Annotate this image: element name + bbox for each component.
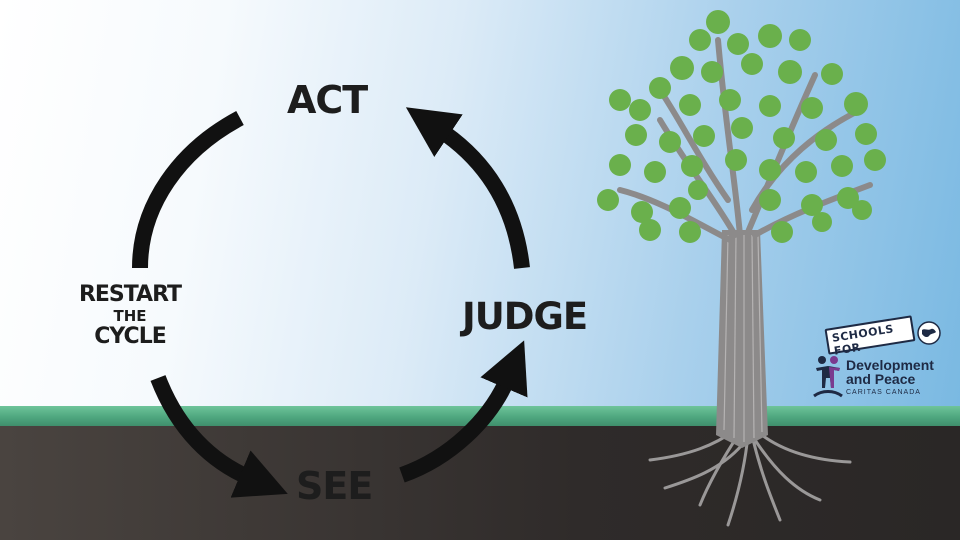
schools-for-tag: SCHOOLS FOR <box>824 315 916 358</box>
development-and-peace-name: Development and Peace <box>846 357 934 387</box>
stage-see-label: SEE <box>296 464 373 508</box>
people-icon <box>813 356 843 398</box>
soil-ground <box>0 426 960 540</box>
arrow-judge-to-act-icon <box>405 107 530 269</box>
restart-line-1: RESTART <box>78 282 182 307</box>
arrow-act-to-restart-icon <box>132 110 244 269</box>
caritas-canada-subtitle: CARITAS CANADA <box>846 389 921 396</box>
globe-icon <box>917 321 941 345</box>
arrow-see-to-judge-icon <box>399 340 528 483</box>
stage-judge-label: JUDGE <box>462 295 588 338</box>
stage-restart-label: RESTART THE CYCLE <box>72 284 188 348</box>
schools-for-text: SCHOOLS FOR <box>831 322 895 358</box>
restart-line-2: THE <box>113 307 147 325</box>
leaves <box>597 10 886 243</box>
arrow-restart-to-see-icon <box>150 375 288 498</box>
restart-line-3: CYCLE <box>94 324 166 349</box>
stage-act-label: ACT <box>287 78 368 122</box>
development-and-peace-logo: SCHOOLS FOR Development and Peace CARITA… <box>808 315 948 410</box>
